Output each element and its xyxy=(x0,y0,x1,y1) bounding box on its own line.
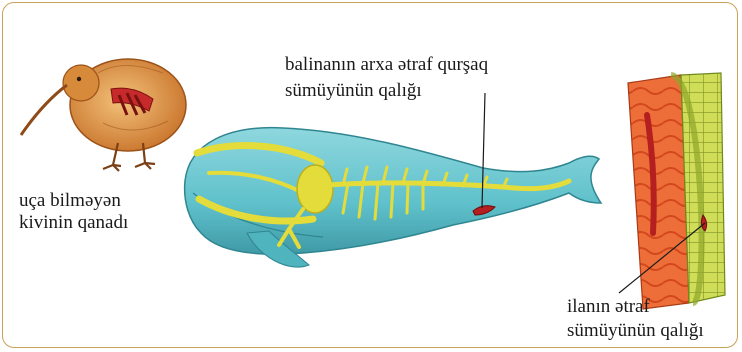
snake-label-line2: sümüyünün qalığı xyxy=(567,319,704,342)
snake-label-line1: ilanın ətraf xyxy=(567,295,650,318)
whale-illustration xyxy=(185,128,601,267)
whale-label-line2: sümüyünün qalığı xyxy=(285,79,422,102)
figure-frame: balinanın arxa ətraf qurşaq sümüyünün qa… xyxy=(2,2,738,348)
kiwi-label-line2: kivinin qanadı xyxy=(19,211,128,234)
kiwi-illustration xyxy=(21,59,186,171)
whale-label-line1: balinanın arxa ətraf qurşaq xyxy=(285,53,488,76)
kiwi-label-line1: uça bilməyən xyxy=(19,189,121,212)
